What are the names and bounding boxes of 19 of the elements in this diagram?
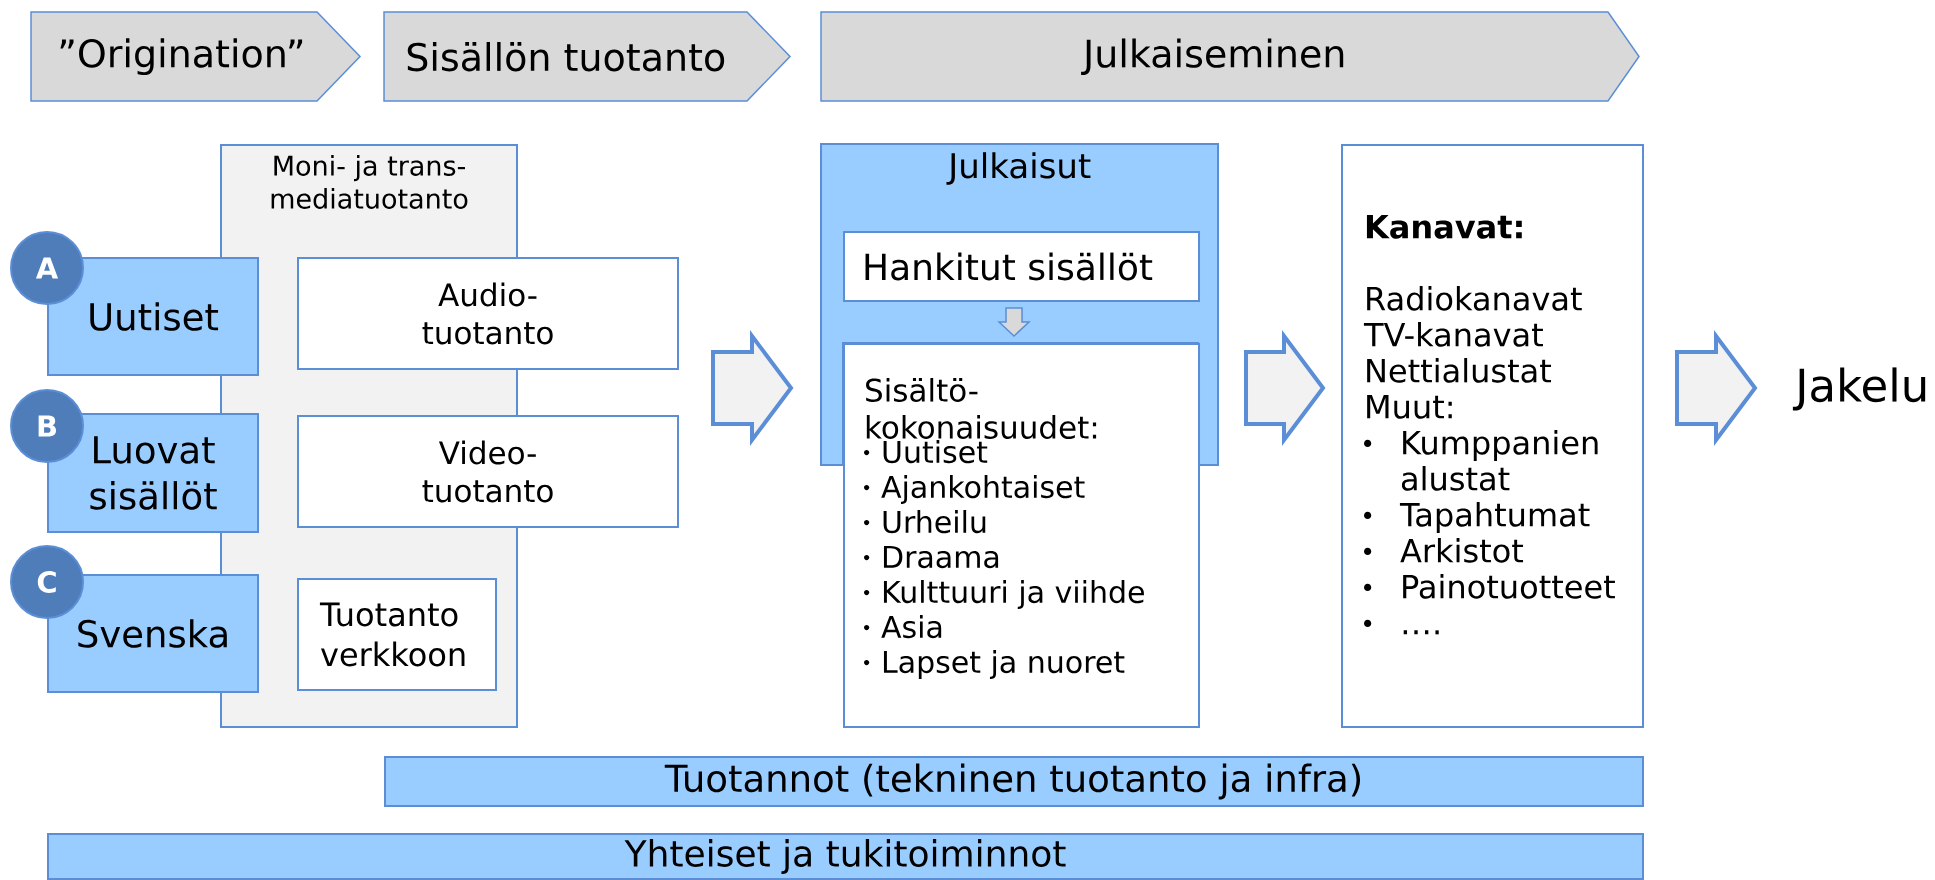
chevron-step: ”Origination” — [30, 11, 362, 102]
letter-badge: B — [10, 389, 84, 463]
function-bar: Yhteiset ja tukitoiminnot — [47, 833, 1644, 880]
letter-badge: C — [10, 545, 84, 619]
stage-label: Jakelu — [1792, 367, 1926, 411]
production-box: Audio- tuotanto — [297, 257, 679, 370]
letter-badge: A — [10, 231, 84, 305]
function-bar: Tuotannot (tekninen tuotanto ja infra) — [384, 756, 1644, 807]
production-box: Video- tuotanto — [297, 415, 679, 528]
production-box: Tuotanto verkkoon — [297, 578, 497, 691]
chevron-step: Sisällön tuotanto — [383, 11, 792, 102]
block-arrow — [1675, 330, 1758, 446]
content-list-box: Sisältö- kokonaisuudet: Uutiset Ajankohtaiset Urheilu Draama Kulttuuri ja viihde Asia Lapset ja nuoret — [843, 343, 1200, 728]
block-arrow — [997, 307, 1031, 338]
block-arrow — [1244, 330, 1326, 446]
chevron-step: Julkaiseminen — [820, 11, 1640, 102]
content-box: Hankitut sisällöt — [843, 231, 1200, 302]
block-arrow — [711, 330, 794, 446]
channel-list-box: Kanavat: Radiokanavat TV-kanavat Nettialustat Muut: Kumppanien alustat Tapahtumat Arkistot Painotuotteet …. — [1341, 144, 1644, 728]
